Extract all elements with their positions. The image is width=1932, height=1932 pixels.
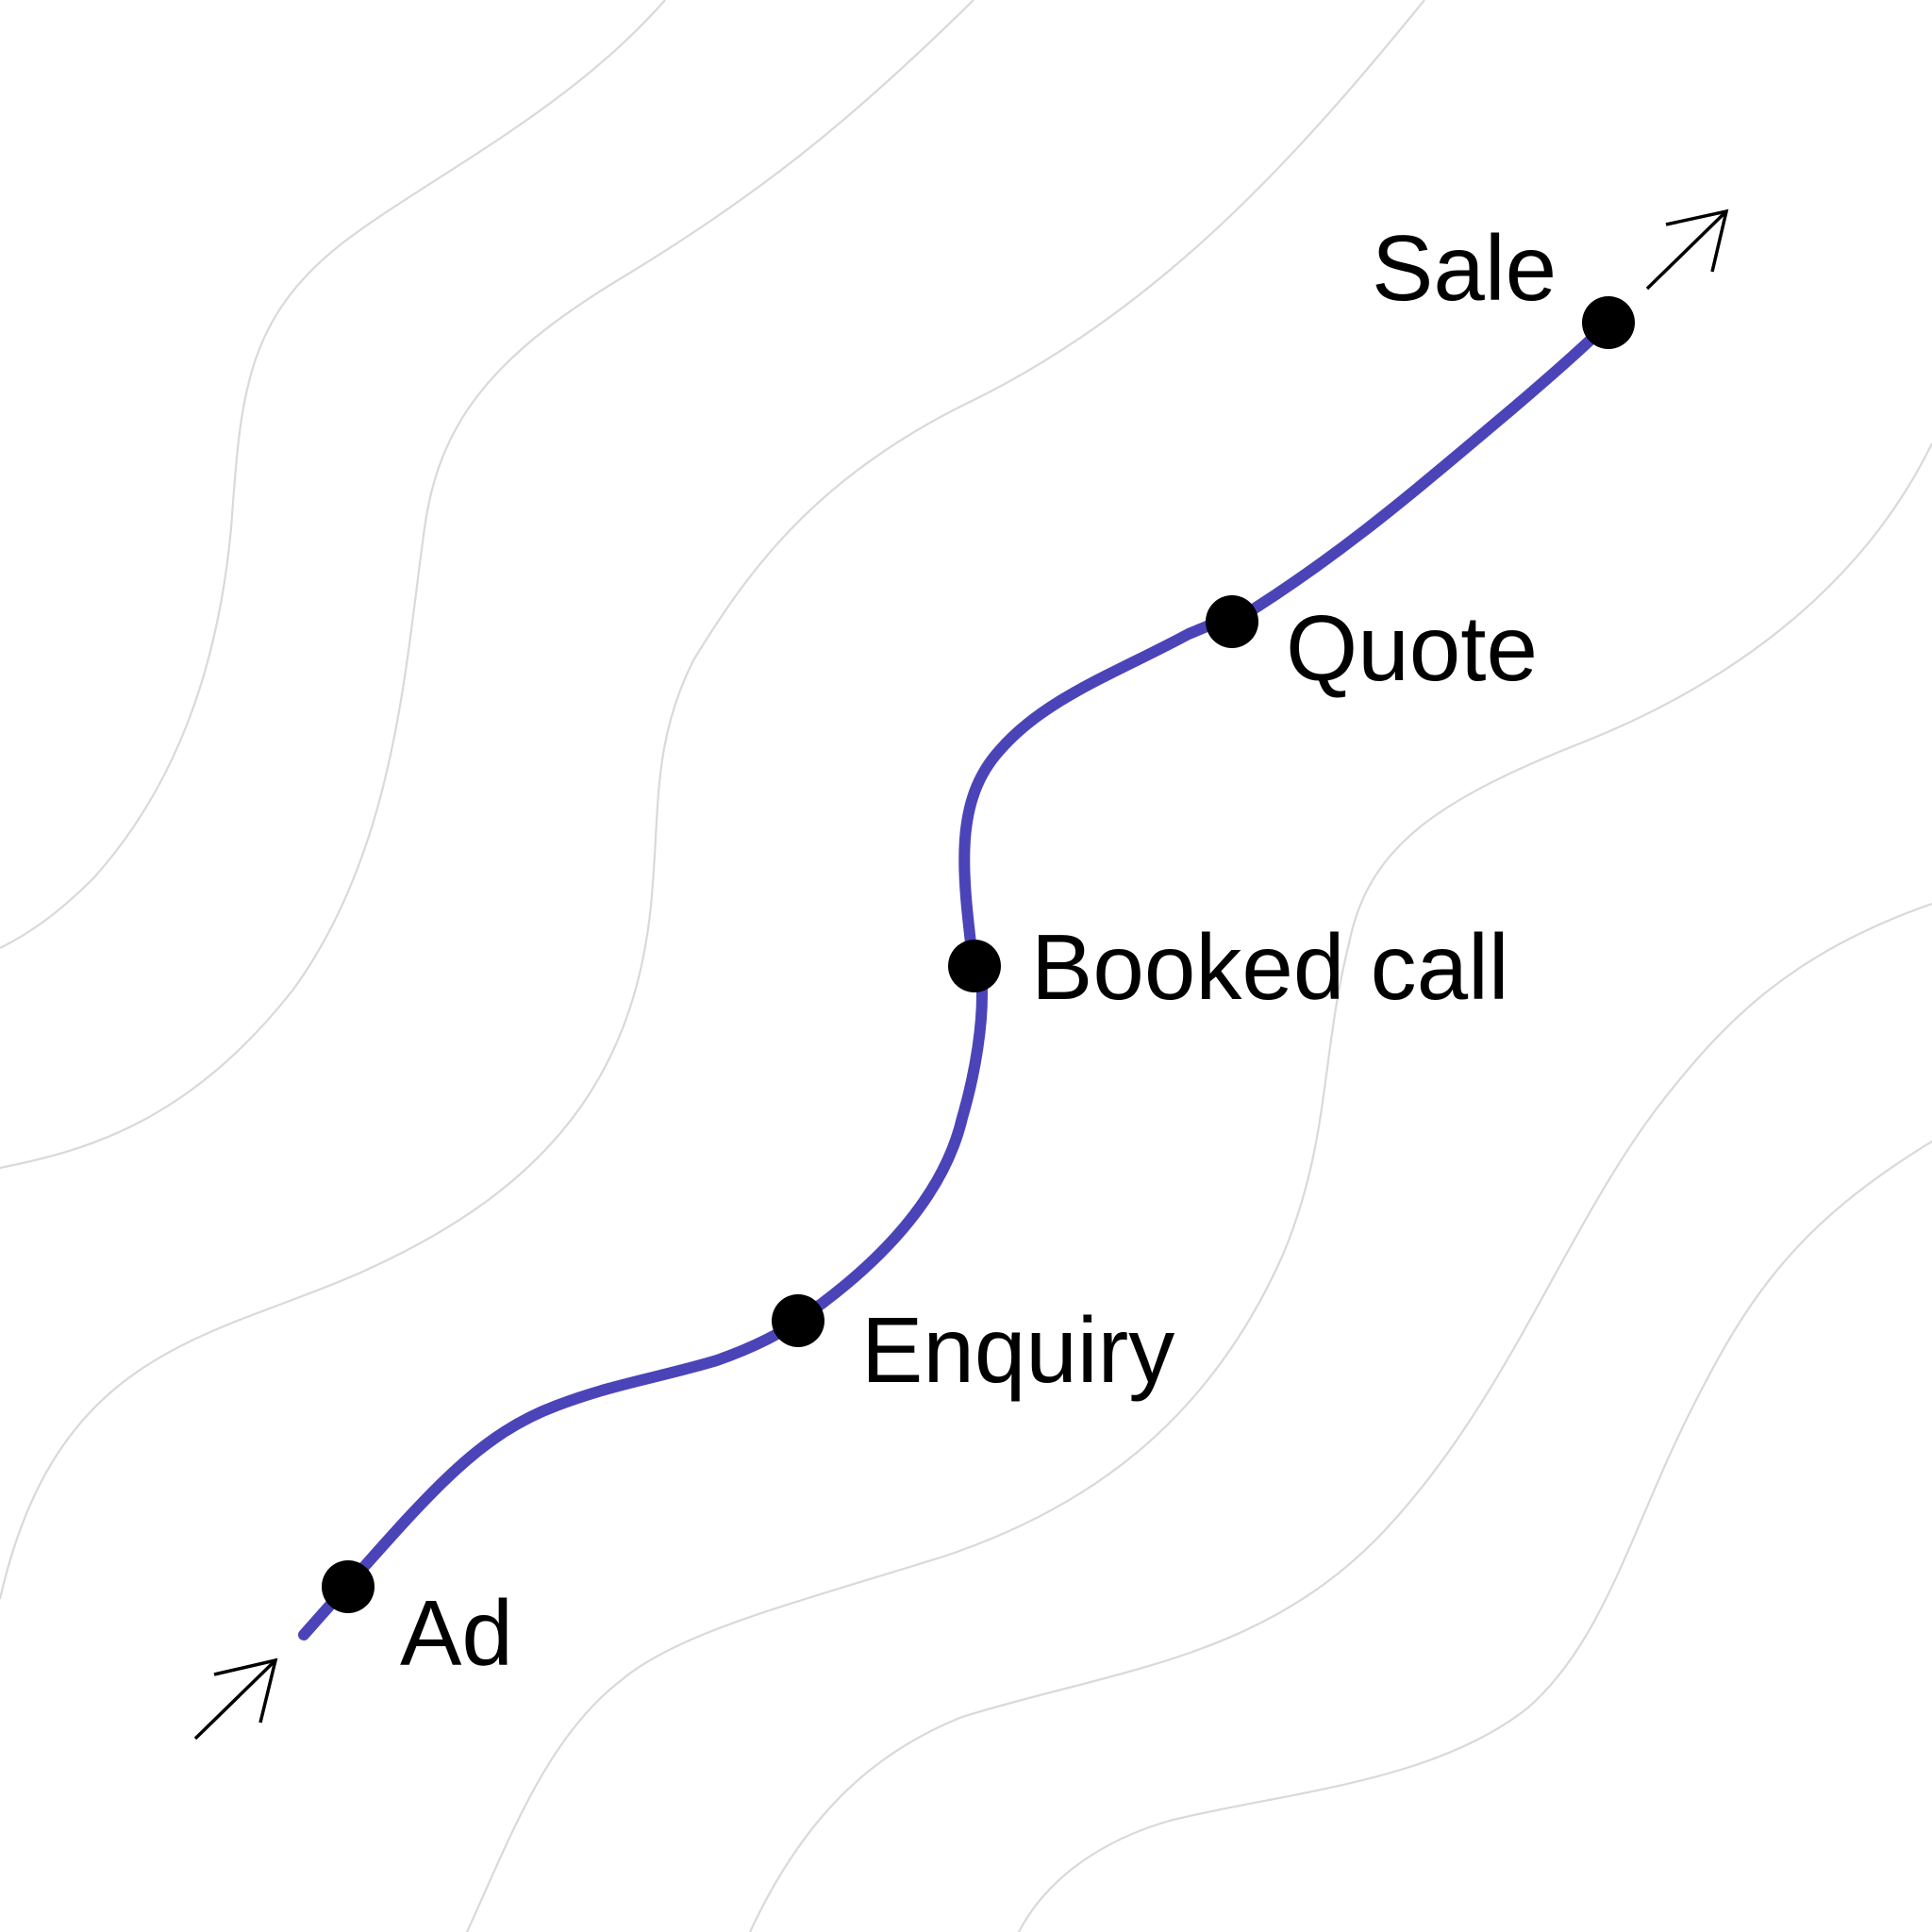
node-quote bbox=[1206, 595, 1258, 648]
node-ad bbox=[322, 1560, 375, 1613]
stage-labels: Ad Enquiry Booked call Quote Sale bbox=[400, 216, 1557, 1685]
arrow-up-right-icon bbox=[193, 1657, 278, 1740]
contour-line bbox=[0, 0, 1425, 1600]
stage-label-enquiry: Enquiry bbox=[861, 1298, 1174, 1402]
node-sale bbox=[1582, 296, 1635, 349]
journey-nodes bbox=[322, 296, 1635, 1613]
contour-line bbox=[0, 0, 666, 949]
stage-label-booked-call: Booked call bbox=[1031, 915, 1509, 1019]
arrow-up-right-icon bbox=[1645, 208, 1729, 291]
node-booked-call bbox=[948, 940, 1001, 992]
contour-line bbox=[1018, 1141, 1932, 1932]
contour-line bbox=[749, 902, 1932, 1932]
stage-label-sale: Sale bbox=[1372, 216, 1557, 320]
contour-line bbox=[466, 442, 1932, 1932]
stage-label-ad: Ad bbox=[400, 1581, 513, 1685]
stage-label-quote: Quote bbox=[1286, 596, 1538, 700]
contour-line bbox=[0, 0, 974, 1170]
node-enquiry bbox=[772, 1294, 824, 1347]
